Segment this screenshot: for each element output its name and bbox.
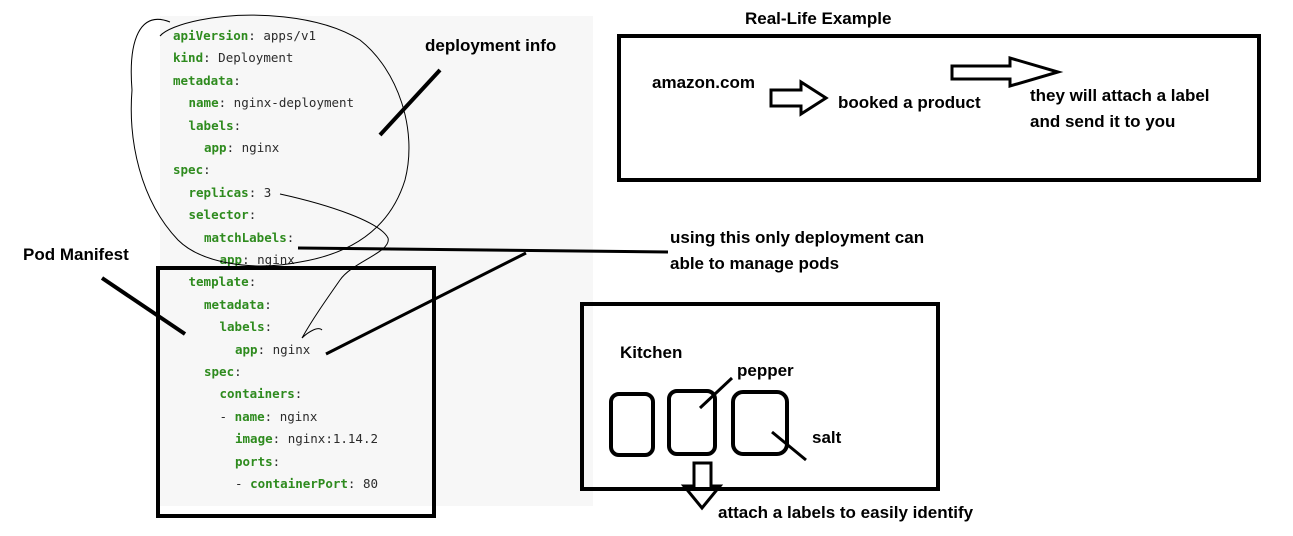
yaml-value: nginx bbox=[272, 341, 311, 357]
yaml-code-panel bbox=[160, 16, 593, 506]
freehand-connector bbox=[279, 193, 389, 339]
matchlabels-pointer-line bbox=[297, 246, 669, 254]
yaml-key: replicas bbox=[188, 184, 249, 200]
yaml-line: containers: bbox=[219, 386, 303, 402]
pepper-pointer bbox=[698, 376, 734, 410]
yaml-value: nginx:1.14.2 bbox=[287, 431, 379, 447]
pod-manifest-pointer bbox=[100, 276, 187, 336]
real-life-example-box bbox=[617, 34, 1261, 182]
yaml-key: kind bbox=[173, 50, 204, 66]
kitchen-title: Kitchen bbox=[620, 343, 683, 362]
kitchen-caption: attach a labels to easily identify bbox=[718, 503, 974, 522]
yaml-line: apiVersion: apps/v1 bbox=[173, 28, 317, 43]
pod-manifest-label: Pod Manifest bbox=[23, 245, 129, 264]
yaml-line: replicas: 3 bbox=[188, 184, 272, 200]
arrow-down-icon bbox=[680, 461, 724, 511]
yaml-value: nginx bbox=[257, 252, 295, 267]
freehand-circle-outline bbox=[130, 14, 410, 267]
yaml-line: selector: bbox=[188, 207, 257, 223]
yaml-value: nginx bbox=[241, 140, 280, 155]
labels-note-line2: able to manage pods bbox=[670, 254, 840, 273]
pepper-label: pepper bbox=[737, 361, 794, 380]
yaml-key: template bbox=[188, 274, 249, 290]
yaml-line: labels: bbox=[188, 117, 242, 133]
yaml-line: metadata: bbox=[204, 296, 272, 312]
yaml-key: labels bbox=[188, 117, 234, 133]
yaml-key: matchLabels bbox=[204, 229, 287, 245]
yaml-value: 3 bbox=[263, 184, 272, 200]
yaml-line: - name: nginx bbox=[219, 408, 318, 424]
yaml-line: matchLabels: bbox=[204, 229, 295, 245]
labels-note-line1: using this only deployment can bbox=[670, 228, 925, 247]
booked-product-label: booked a product bbox=[838, 93, 981, 112]
yaml-key: containerPort bbox=[250, 476, 348, 491]
yaml-key: labels bbox=[219, 319, 265, 335]
template-labels-pointer-line bbox=[325, 251, 527, 356]
yaml-key: containers bbox=[219, 386, 295, 402]
yaml-key: name bbox=[234, 408, 265, 424]
yaml-line: metadata: bbox=[173, 72, 241, 88]
yaml-value: 80 bbox=[362, 476, 379, 491]
jar-icon bbox=[667, 389, 717, 456]
yaml-line: app: nginx bbox=[204, 140, 280, 155]
yaml-key: app bbox=[235, 341, 258, 357]
yaml-key: app bbox=[219, 252, 243, 267]
yaml-key: ports bbox=[235, 453, 273, 469]
yaml-line: kind: Deployment bbox=[173, 50, 294, 66]
pod-manifest-box bbox=[156, 266, 436, 518]
yaml-line: labels: bbox=[219, 319, 273, 335]
yaml-value: Deployment bbox=[218, 50, 294, 66]
yaml-key: metadata bbox=[204, 296, 265, 312]
salt-pointer bbox=[771, 430, 807, 462]
yaml-value: apps/v1 bbox=[263, 28, 317, 43]
deployment-info-pointer bbox=[378, 68, 442, 137]
jar-icon bbox=[731, 390, 789, 456]
yaml-key: selector bbox=[188, 207, 249, 223]
salt-label: salt bbox=[812, 428, 842, 447]
yaml-line: app: nginx bbox=[219, 252, 295, 267]
arrow-right-icon bbox=[769, 79, 829, 117]
yaml-key: spec bbox=[204, 364, 235, 379]
yaml-key: image bbox=[235, 431, 273, 447]
yaml-line: spec: bbox=[204, 364, 242, 379]
yaml-key: name bbox=[188, 95, 219, 111]
yaml-key: apiVersion bbox=[173, 28, 249, 43]
yaml-key: spec bbox=[173, 162, 204, 178]
yaml-line: template: bbox=[188, 274, 257, 290]
yaml-line: app: nginx bbox=[235, 341, 311, 357]
yaml-line: image: nginx:1.14.2 bbox=[235, 431, 379, 447]
kitchen-box bbox=[580, 302, 940, 491]
yaml-value: nginx-deployment bbox=[233, 95, 355, 111]
yaml-key: metadata bbox=[173, 72, 234, 88]
yaml-value: nginx bbox=[279, 408, 318, 424]
yaml-line: name: nginx-deployment bbox=[188, 95, 355, 111]
yaml-line: spec: bbox=[173, 162, 211, 178]
attach-label-line2: and send it to you bbox=[1030, 112, 1176, 131]
deployment-info-label: deployment info bbox=[425, 36, 557, 55]
amazon-label: amazon.com bbox=[652, 73, 755, 92]
yaml-line: ports: bbox=[235, 453, 281, 469]
real-life-title: Real-Life Example bbox=[745, 9, 892, 28]
yaml-key: app bbox=[204, 140, 227, 155]
attach-label-line1: they will attach a label bbox=[1030, 86, 1210, 105]
yaml-line: - containerPort: 80 bbox=[235, 476, 379, 491]
jar-icon bbox=[609, 392, 655, 457]
arrow-right-icon bbox=[950, 56, 1064, 88]
